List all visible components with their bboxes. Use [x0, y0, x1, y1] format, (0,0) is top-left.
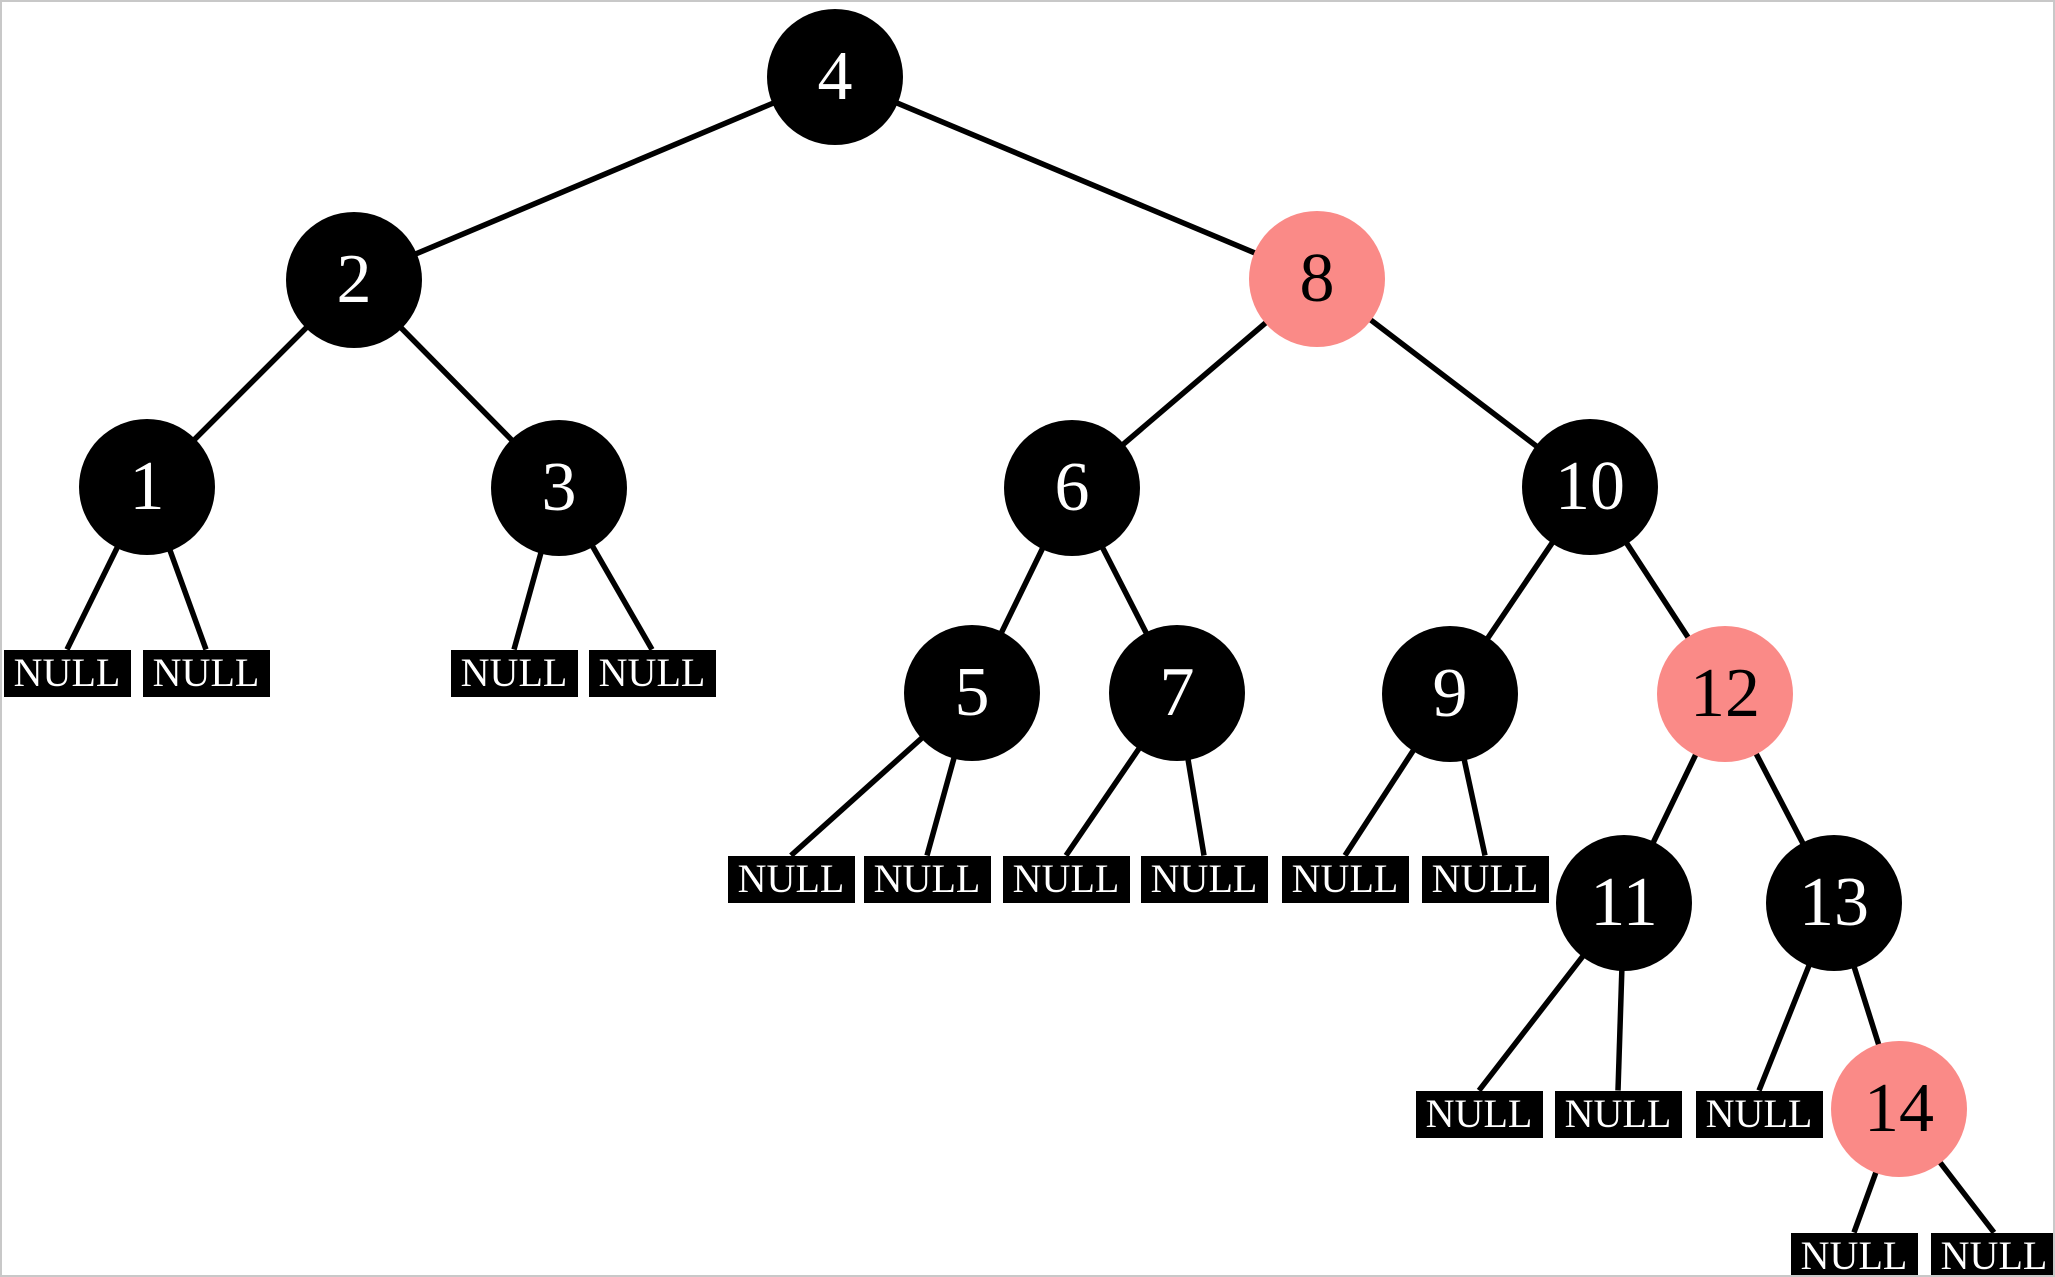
- tree-node-6: 6: [1004, 420, 1140, 556]
- tree-node-1: 1: [79, 419, 215, 555]
- tree-edge: [833, 74, 1319, 282]
- null-leaf: NULL: [142, 649, 270, 697]
- null-leaf: NULL: [863, 855, 991, 903]
- tree-node-10: 10: [1522, 419, 1658, 555]
- null-leaf: NULL: [1790, 1232, 1918, 1275]
- null-leaf: NULL: [450, 649, 578, 697]
- null-leaf: NULL: [1421, 855, 1549, 903]
- tree-node-2: 2: [286, 212, 422, 348]
- tree-node-3: 3: [491, 420, 627, 556]
- null-leaf: NULL: [1140, 855, 1268, 903]
- tree-node-7: 7: [1109, 625, 1245, 761]
- null-leaf: NULL: [3, 649, 131, 697]
- null-leaf: NULL: [1554, 1090, 1682, 1138]
- tree-edge: [352, 74, 837, 283]
- tree-node-4: 4: [767, 9, 903, 145]
- tree-node-9: 9: [1382, 626, 1518, 762]
- tree-node-13: 13: [1766, 835, 1902, 971]
- tree-node-5: 5: [904, 625, 1040, 761]
- tree-node-11: 11: [1556, 835, 1692, 971]
- null-leaf: NULL: [727, 855, 855, 903]
- null-leaf: NULL: [1695, 1090, 1823, 1138]
- tree-node-12: 12: [1657, 626, 1793, 762]
- tree-node-14: 14: [1831, 1041, 1967, 1177]
- null-leaf: NULL: [1415, 1090, 1543, 1138]
- null-leaf: NULL: [1002, 855, 1130, 903]
- null-leaf: NULL: [1930, 1232, 2053, 1275]
- null-leaf: NULL: [1281, 855, 1409, 903]
- tree-node-8: 8: [1249, 211, 1385, 347]
- null-leaf: NULL: [588, 649, 716, 697]
